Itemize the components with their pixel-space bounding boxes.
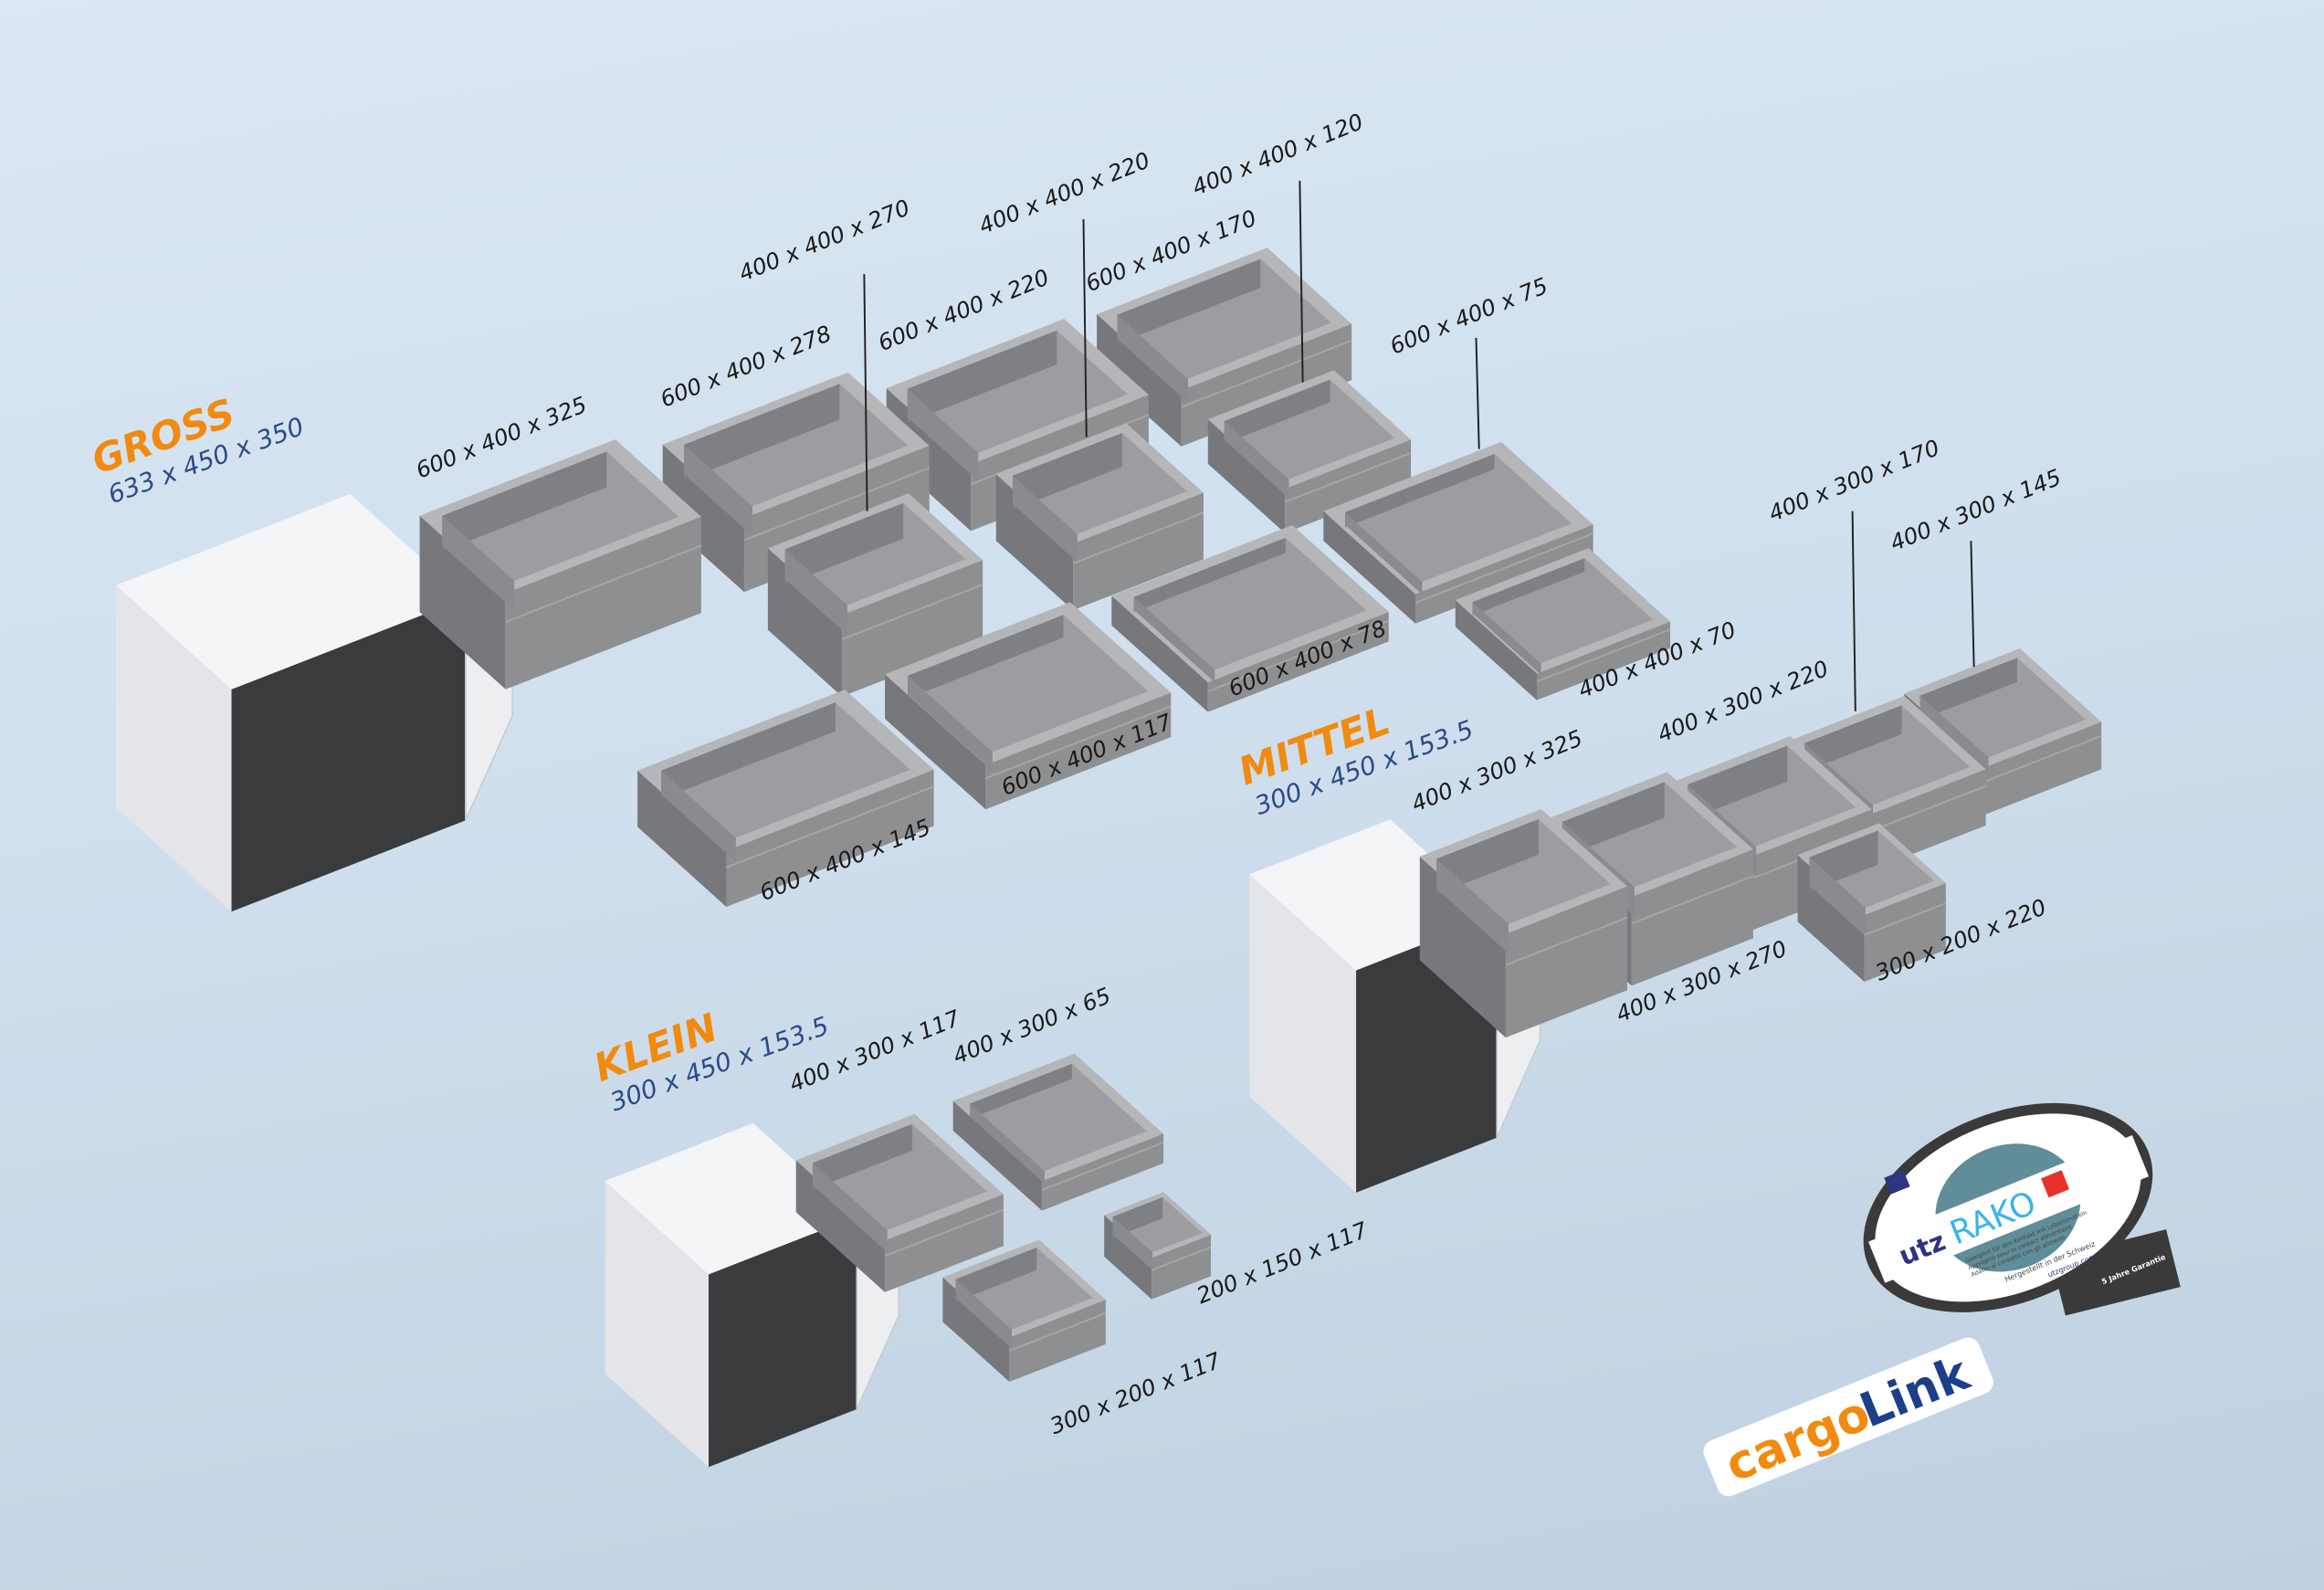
dimension-label: 400 x 300 x 170 <box>1765 434 1943 526</box>
crate <box>1419 808 1628 1038</box>
dimension-label: 400 x 400 x 220 <box>975 146 1153 238</box>
crate <box>942 1239 1107 1383</box>
dimension-label: 300 x 200 x 117 <box>1046 1347 1225 1440</box>
crate <box>767 493 983 697</box>
leader-line <box>1475 337 1480 449</box>
utz-rako-stamp: utz RAKO Geeignet für den Kontakt mit Le… <box>1863 1102 2181 1316</box>
crate <box>1207 370 1412 533</box>
dimension-label: 600 x 400 x 75 <box>1386 272 1551 360</box>
leader-line <box>1970 541 1975 668</box>
logo-part1: cargo <box>1718 1386 1877 1493</box>
crate <box>995 423 1204 611</box>
leader-line <box>863 274 868 511</box>
crate <box>885 602 1172 810</box>
leader-line <box>1299 180 1304 383</box>
crate <box>419 439 702 690</box>
crate <box>1104 1192 1212 1300</box>
dimension-label: 400 x 400 x 270 <box>735 194 913 286</box>
dimension-label: 400 x 300 x 220 <box>1654 655 1832 747</box>
leader-line <box>1082 219 1088 437</box>
dimension-label: 400 x 300 x 65 <box>949 982 1114 1069</box>
crate <box>637 690 934 908</box>
crates <box>419 247 2102 1383</box>
crate <box>1111 525 1390 712</box>
crate <box>795 1113 1004 1292</box>
crate <box>1455 548 1671 700</box>
crate <box>952 1053 1164 1211</box>
utz-logo-icon <box>1884 1170 1910 1195</box>
swiss-flag-icon <box>2041 1170 2070 1198</box>
dimension-label: 400 x 400 x 120 <box>1188 108 1366 200</box>
group-gross: GROSS 633 x 450 x 350 <box>86 390 308 510</box>
dimension-label: 200 x 150 x 117 <box>1193 1216 1372 1310</box>
cargolink-logo: cargo Link <box>1703 1337 1993 1497</box>
leader-line <box>1851 511 1856 711</box>
crate <box>1797 823 1947 982</box>
leader-lines <box>863 180 1975 711</box>
cabinet <box>605 1122 900 1468</box>
dimension-label: 400 x 300 x 145 <box>1887 464 2065 556</box>
